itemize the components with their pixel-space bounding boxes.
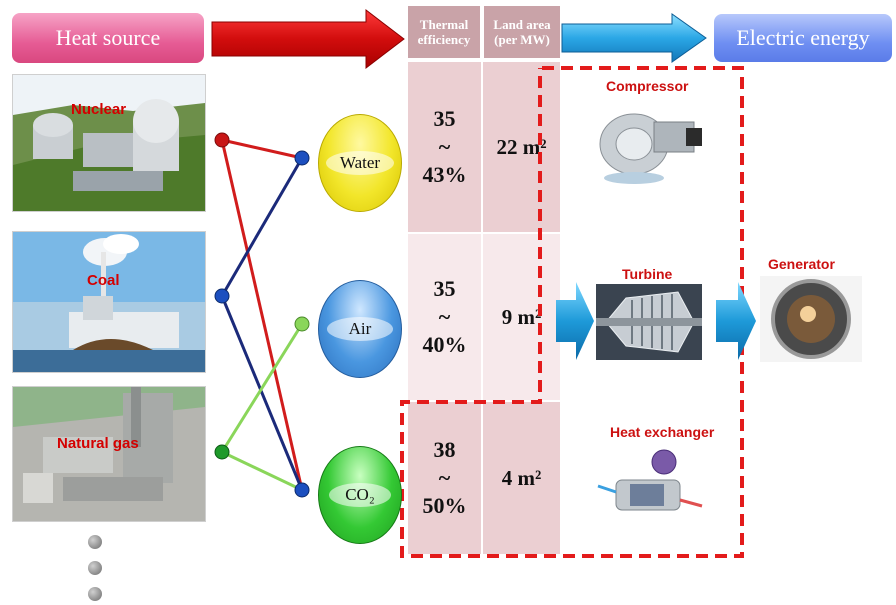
turbine-label: Turbine (622, 266, 673, 282)
heat-exchanger-image (594, 446, 706, 528)
more-sources-dot (88, 561, 102, 575)
fluid-co2: CO₂ (318, 446, 402, 544)
turbine-image (596, 284, 702, 360)
efficiency-sep: ~ (438, 134, 451, 159)
heat-source-label: Heat source (12, 13, 204, 63)
efficiency-co2: 38 ~ 50% (408, 402, 481, 554)
compressor-image (594, 100, 706, 186)
land-area-air: 9 m² (501, 304, 542, 329)
source-label-nuclear: Nuclear (71, 101, 127, 118)
nuclear-plant-image: Nuclear (12, 74, 206, 212)
heat-flow-arrow (211, 8, 405, 70)
natural-gas-plant-picture (13, 387, 205, 521)
coal-plant-picture (13, 232, 205, 372)
efficiency-min: 35 (433, 276, 456, 301)
thermal-efficiency-header: Thermal efficiency (408, 6, 480, 58)
generator-label: Generator (768, 256, 835, 272)
efficiency-min: 38 (433, 437, 456, 462)
source-label-coal: Coal (87, 272, 120, 289)
nuclear-plant-picture (13, 75, 205, 211)
row-water-bg (408, 62, 560, 232)
efficiency-air: 35 ~ 40% (408, 234, 481, 400)
efficiency-water: 35 ~ 43% (408, 62, 481, 232)
source-label-natural-gas: Natural gas (57, 435, 139, 452)
fluid-label-air: Air (326, 317, 394, 341)
heat-exchanger-label: Heat exchanger (610, 424, 715, 440)
flow-arrow-to-generator (716, 282, 756, 360)
efficiency-max: 50% (422, 493, 467, 518)
flow-arrow-to-turbine (556, 282, 594, 360)
natural-gas-plant-image: Natural gas (12, 386, 206, 522)
efficiency-sep: ~ (438, 304, 451, 329)
efficiency-sep: ~ (438, 465, 451, 490)
land-area-header: Land area (per MW) (484, 6, 560, 58)
coal-plant-image: Coal (12, 231, 206, 373)
fluid-air: Air (318, 280, 402, 378)
column-divider (481, 62, 483, 554)
efficiency-min: 35 (433, 106, 456, 131)
electric-energy-label: Electric energy (714, 14, 892, 62)
row-co2-bg (408, 402, 560, 554)
output-flow-arrow (561, 13, 707, 63)
row-divider (408, 232, 560, 234)
fluid-label-water: Water (325, 151, 395, 175)
fluid-water: Water (318, 114, 402, 212)
generator-image (760, 276, 862, 362)
efficiency-max: 40% (422, 332, 467, 357)
efficiency-max: 43% (422, 162, 467, 187)
land-area-co2: 4 m² (501, 465, 542, 490)
more-sources-dot (88, 535, 102, 549)
fluid-label-co2: CO₂ (329, 483, 391, 507)
row-air-bg (408, 234, 560, 400)
more-sources-dot (88, 587, 102, 601)
compressor-label: Compressor (606, 78, 689, 94)
